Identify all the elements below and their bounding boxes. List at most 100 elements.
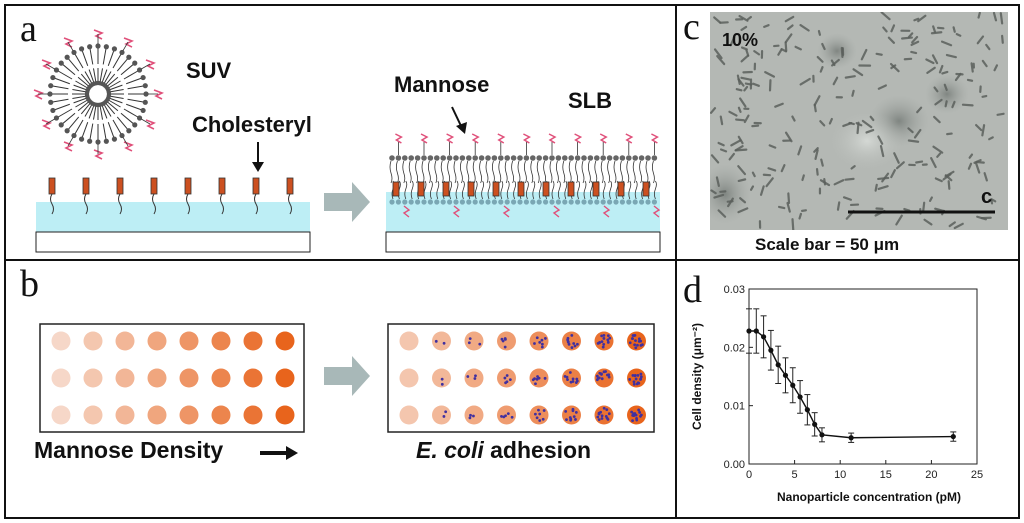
- bacterium: [791, 115, 796, 122]
- mannose-spot: [115, 405, 135, 425]
- bacterium: [977, 12, 981, 19]
- lipid-tail: [613, 160, 617, 184]
- bacterium: [474, 374, 477, 378]
- x-tick-label: 5: [792, 469, 798, 481]
- bacterium: [934, 177, 943, 183]
- panel-a: a SUV Cholesteryl Mannose SLB: [4, 4, 677, 261]
- lipid-tail: [564, 180, 568, 200]
- bacterium: [784, 15, 795, 23]
- coverage-percent: 10%: [722, 30, 759, 50]
- mannose-spot: [83, 368, 103, 388]
- lipid-tail: [75, 80, 88, 89]
- adhesion-spot: [432, 331, 451, 351]
- bacterium: [941, 70, 949, 75]
- lipid-tail: [99, 68, 104, 83]
- lipid-tail: [102, 48, 107, 65]
- mannose-plate: [39, 323, 305, 433]
- lipid-tail: [408, 160, 412, 184]
- data-point: [760, 334, 767, 340]
- bacterium: [536, 375, 539, 378]
- bacterium: [797, 145, 803, 156]
- bacterium: [468, 337, 472, 341]
- lipid-tail: [530, 160, 534, 184]
- bacterium: [717, 141, 725, 147]
- bacterium: [944, 100, 948, 108]
- bacterium: [798, 212, 803, 220]
- mannose-spot: [275, 368, 295, 388]
- bacterium: [540, 338, 544, 342]
- x-tick-label: 10: [834, 469, 846, 481]
- lipid-head: [632, 199, 638, 205]
- lipid-head: [607, 199, 613, 205]
- bacterium: [784, 131, 793, 143]
- adhesion-spot: [399, 405, 419, 425]
- bacterium: [751, 124, 760, 128]
- lipid-tail: [492, 160, 495, 184]
- bacterium: [639, 372, 643, 376]
- lipid-tail: [105, 73, 116, 86]
- bacterium: [635, 382, 639, 386]
- lipid-tail: [101, 69, 108, 83]
- lipid-head: [414, 155, 421, 161]
- bacterium: [981, 94, 988, 98]
- mannose-spot: [275, 405, 295, 425]
- bacterium: [767, 167, 777, 172]
- bacterium: [926, 66, 936, 74]
- bacterium: [988, 136, 994, 141]
- bacterium: [632, 382, 636, 386]
- mannose-spot: [83, 331, 103, 351]
- bacterium: [812, 74, 815, 83]
- lipid-tail: [487, 180, 491, 200]
- bacterium: [737, 178, 747, 183]
- mannose-spot: [179, 368, 199, 388]
- bacterium: [787, 192, 791, 205]
- lipid-head: [575, 199, 581, 205]
- bacterium: [917, 14, 927, 23]
- lipid-tail: [602, 180, 606, 200]
- lipid-head: [536, 155, 542, 161]
- lipid-tail: [620, 160, 623, 184]
- cholesteryl-anchor: [592, 181, 600, 197]
- mannose-spot: [83, 405, 103, 425]
- lipid-tail: [575, 160, 578, 184]
- bacterium: [534, 412, 537, 416]
- bacterium: [992, 12, 998, 22]
- mannose-spot: [115, 368, 135, 388]
- adhesion-label: E. coli adhesion: [416, 437, 591, 464]
- bacterium: [631, 337, 634, 340]
- bacterium: [607, 412, 611, 416]
- y-axis-label: Cell density (μm⁻²): [690, 323, 704, 430]
- bacterium: [908, 163, 916, 167]
- cholesteryl-anchor: [116, 177, 124, 195]
- lipid-tail: [116, 116, 128, 130]
- bacterium: [915, 160, 924, 164]
- lipid-tail: [89, 48, 94, 65]
- lipid-head: [427, 155, 434, 161]
- linker: [141, 118, 151, 125]
- bacterium: [996, 112, 1005, 116]
- y-tick-label: 0.01: [724, 401, 745, 413]
- lipid-head: [136, 67, 143, 73]
- lipid-tail: [120, 64, 134, 76]
- lipid-tail: [52, 98, 69, 103]
- bacterium: [768, 144, 777, 149]
- mannose-glyph: [145, 59, 156, 70]
- bacterium: [953, 222, 964, 230]
- lipid-tail: [72, 88, 87, 93]
- bacterium: [710, 107, 717, 114]
- bacterium: [860, 48, 868, 61]
- mannose-label: Mannose: [394, 72, 490, 97]
- bacterium: [818, 187, 822, 195]
- bacterium: [946, 132, 953, 136]
- bacterium: [759, 185, 765, 196]
- bacterium: [936, 152, 942, 158]
- bacterium: [570, 333, 574, 337]
- bacterium: [800, 209, 807, 212]
- lipid-head: [549, 155, 555, 161]
- lipid-tail: [80, 73, 91, 86]
- cholesteryl-anchor: [392, 181, 400, 197]
- lipid-head: [542, 155, 549, 161]
- lipid-head: [402, 199, 408, 205]
- bacterium: [765, 177, 774, 188]
